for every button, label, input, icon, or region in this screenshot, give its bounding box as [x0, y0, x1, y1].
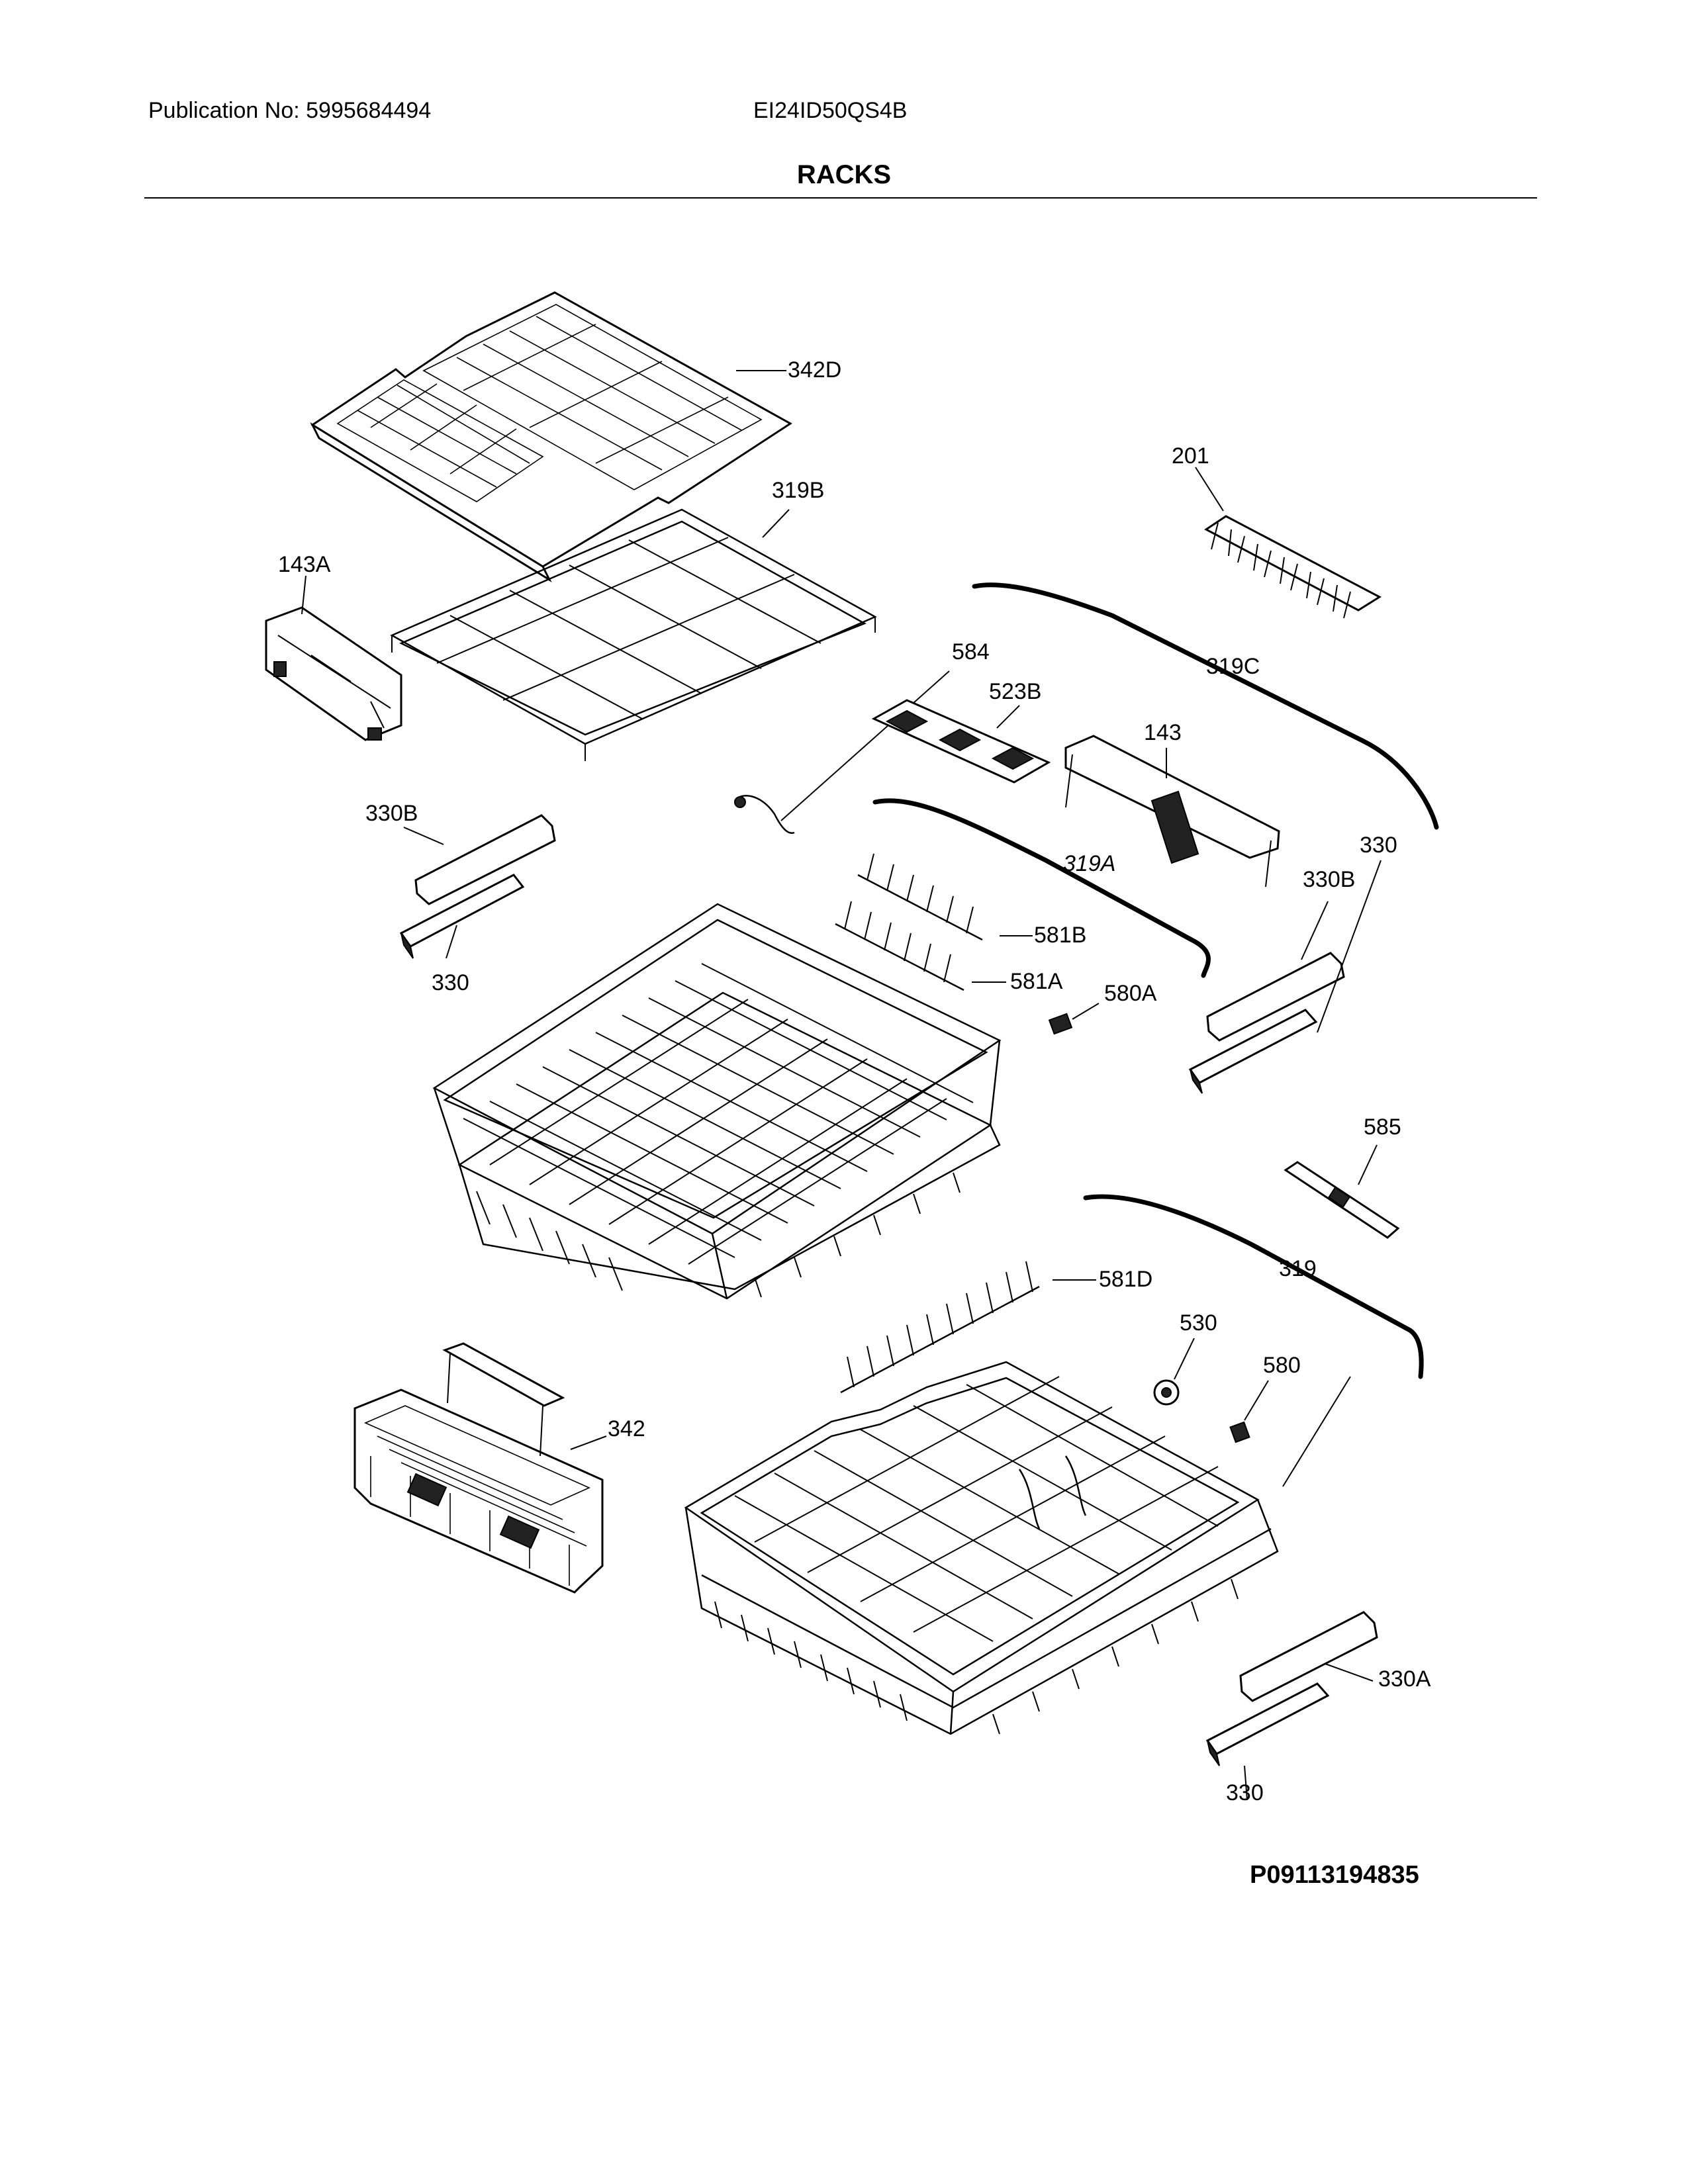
part-330B-right-roller [1206, 952, 1345, 1042]
label-330B-right: 330B [1303, 867, 1355, 892]
label-319B: 319B [772, 478, 824, 503]
label-330B-left: 330B [365, 801, 418, 826]
label-580A: 580A [1104, 981, 1157, 1006]
label-581A: 581A [1010, 969, 1063, 994]
label-581B: 581B [1034, 923, 1086, 948]
label-201: 201 [1172, 443, 1209, 469]
leader-330-left [445, 925, 457, 959]
part-143A-left-bracket [265, 606, 402, 741]
part-319A-rail [872, 798, 1211, 978]
part-530-wheel [1153, 1379, 1180, 1406]
leader-523B [996, 705, 1020, 729]
leader-330A [1325, 1663, 1374, 1682]
label-523B: 523B [989, 679, 1041, 704]
part-581A-tines [835, 901, 964, 991]
part-330B-left-roller [414, 814, 556, 905]
leader-580 [1244, 1380, 1269, 1421]
part-330-bottom-roller [1205, 1682, 1330, 1766]
part-581B-tines [857, 853, 983, 941]
label-143: 143 [1144, 720, 1182, 745]
leader-330B-right [1301, 901, 1329, 960]
leader-330B-left [403, 827, 444, 845]
label-342: 342 [608, 1416, 645, 1441]
label-585: 585 [1364, 1115, 1401, 1140]
label-319C: 319C [1206, 654, 1260, 679]
label-342D: 342D [788, 357, 841, 383]
label-330-right: 330 [1360, 833, 1397, 858]
part-342D-cutlery-tray [310, 291, 792, 583]
leader-585 [1358, 1144, 1378, 1185]
part-201-clips [1204, 515, 1382, 619]
part-upper-dish-rack [432, 903, 1002, 1300]
part-330-right-roller [1188, 1009, 1318, 1094]
label-581D: 581D [1099, 1267, 1152, 1292]
label-330-bottom: 330 [1226, 1780, 1264, 1805]
part-319C-rail [972, 582, 1439, 830]
part-319-rail [1083, 1194, 1424, 1379]
part-lower-rack [684, 1361, 1279, 1735]
part-330A-roller [1239, 1611, 1378, 1702]
leader-584 [780, 670, 950, 821]
model-number: EI24ID50QS4B [753, 98, 908, 123]
label-584: 584 [952, 639, 990, 664]
diagram-code: P09113194835 [1250, 1861, 1419, 1889]
leader-580A [1072, 1003, 1100, 1020]
part-143-bracket-rail [1064, 735, 1280, 887]
part-580A-clip [1048, 1013, 1073, 1035]
leader-330-right [1317, 860, 1382, 1033]
leader-143A [301, 575, 306, 615]
label-143A: 143A [278, 552, 331, 577]
part-330-left-roller [399, 874, 525, 959]
label-530: 530 [1180, 1310, 1217, 1336]
label-319: 319 [1279, 1256, 1317, 1281]
leader-201 [1195, 467, 1224, 512]
leader-319B [762, 509, 790, 538]
leader-330-bottom [1244, 1765, 1248, 1801]
part-523B-tine-block [871, 699, 1051, 784]
label-580: 580 [1263, 1353, 1301, 1378]
part-580-clip [1229, 1421, 1250, 1443]
part-581D-tines [840, 1261, 1040, 1394]
label-330A: 330A [1378, 1666, 1431, 1692]
part-585-guide [1284, 1161, 1400, 1239]
label-330-left: 330 [432, 970, 469, 995]
part-319B-upper-frame [390, 508, 877, 761]
part-584-clip [733, 795, 795, 834]
label-319A: 319A [1063, 851, 1115, 876]
leader-lower-rack [1282, 1376, 1351, 1487]
part-342-silverware-basket [353, 1342, 604, 1594]
header-rule [144, 197, 1537, 199]
publication-number: Publication No: 5995684494 [148, 98, 432, 123]
leader-530 [1174, 1338, 1195, 1380]
leader-342 [570, 1435, 607, 1450]
page-title: RACKS [796, 160, 892, 189]
